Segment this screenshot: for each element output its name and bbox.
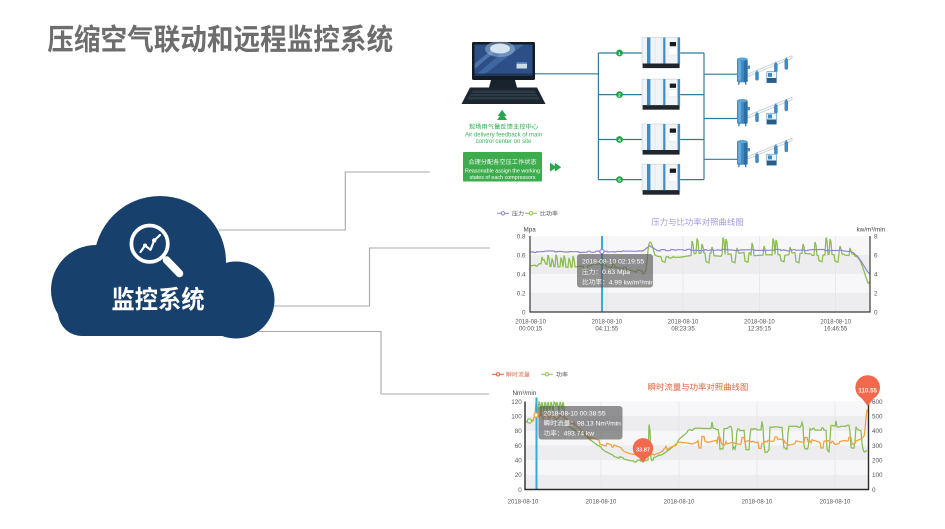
- svg-text:12:35:15: 12:35:15: [748, 327, 772, 333]
- svg-text:110.55: 110.55: [858, 387, 877, 394]
- svg-text:40: 40: [515, 458, 523, 465]
- svg-text:0: 0: [874, 309, 878, 316]
- svg-text:2018-08-10: 2018-08-10: [508, 500, 539, 506]
- svg-text:2018-08-10 02:19:55: 2018-08-10 02:19:55: [582, 259, 644, 266]
- svg-text:4: 4: [874, 271, 878, 278]
- svg-text:Reasonable assign the working: Reasonable assign the working: [465, 168, 540, 174]
- svg-text:33.87: 33.87: [636, 448, 650, 454]
- svg-text:20: 20: [515, 472, 523, 479]
- svg-text:0.4: 0.4: [517, 271, 526, 278]
- svg-text:2018-08-10: 2018-08-10: [820, 500, 851, 506]
- svg-text:2018-08-10: 2018-08-10: [820, 320, 851, 326]
- svg-text:60: 60: [515, 443, 523, 450]
- svg-text:16:46:55: 16:46:55: [824, 327, 848, 333]
- svg-text:2: 2: [874, 290, 878, 297]
- svg-text:100: 100: [511, 414, 522, 421]
- svg-text:kw/m³/min: kw/m³/min: [857, 227, 886, 234]
- svg-text:0.63 Mpa: 0.63 Mpa: [602, 269, 630, 276]
- svg-text:0: 0: [872, 487, 876, 494]
- svg-text:2018-08-10: 2018-08-10: [515, 320, 546, 326]
- svg-text:0.8: 0.8: [517, 233, 526, 240]
- svg-text:200: 200: [872, 458, 883, 465]
- svg-text:2018-08-10: 2018-08-10: [664, 500, 695, 506]
- svg-text:0.6: 0.6: [517, 252, 526, 259]
- svg-text:2018-08-10: 2018-08-10: [668, 320, 699, 326]
- svg-text:04:11:55: 04:11:55: [595, 327, 619, 333]
- svg-text:Mpa: Mpa: [524, 227, 537, 234]
- svg-text:2018-08-10 00:38:55: 2018-08-10 00:38:55: [544, 410, 606, 417]
- svg-text:300: 300: [872, 443, 883, 450]
- svg-text:5: 5: [618, 177, 621, 183]
- svg-text:100: 100: [872, 472, 883, 479]
- svg-text:2018-08-10: 2018-08-10: [742, 500, 773, 506]
- svg-text:4.99 kw/m³/min: 4.99 kw/m³/min: [609, 279, 655, 286]
- svg-text:4: 4: [618, 137, 621, 143]
- svg-text:493.74 kw: 493.74 kw: [564, 431, 595, 438]
- svg-text:2018-08-10: 2018-08-10: [586, 500, 617, 506]
- svg-text:0.2: 0.2: [517, 290, 526, 297]
- svg-text:0: 0: [522, 309, 526, 316]
- svg-text:control center on site: control center on site: [476, 139, 532, 145]
- svg-text:states of each compressors: states of each compressors: [470, 175, 536, 181]
- svg-text:Nm³/min: Nm³/min: [513, 390, 537, 397]
- svg-text:08:23:35: 08:23:35: [671, 327, 695, 333]
- svg-text:1: 1: [618, 51, 621, 57]
- svg-text:80: 80: [515, 428, 523, 435]
- svg-text:98.13 Nm³/min: 98.13 Nm³/min: [577, 421, 621, 428]
- svg-text:0: 0: [518, 487, 522, 494]
- svg-text:2018-08-10: 2018-08-10: [744, 320, 775, 326]
- svg-text:6: 6: [874, 252, 878, 259]
- svg-text:400: 400: [872, 428, 883, 435]
- svg-text:8: 8: [874, 233, 878, 240]
- svg-text:500: 500: [872, 414, 883, 421]
- svg-text:120: 120: [511, 399, 522, 406]
- svg-text:2018-08-10: 2018-08-10: [591, 320, 622, 326]
- svg-text:00:00:15: 00:00:15: [519, 327, 543, 333]
- svg-text:600: 600: [872, 399, 883, 406]
- svg-text:Air delivery feedback of main: Air delivery feedback of main: [465, 133, 542, 139]
- svg-text:2: 2: [618, 92, 621, 98]
